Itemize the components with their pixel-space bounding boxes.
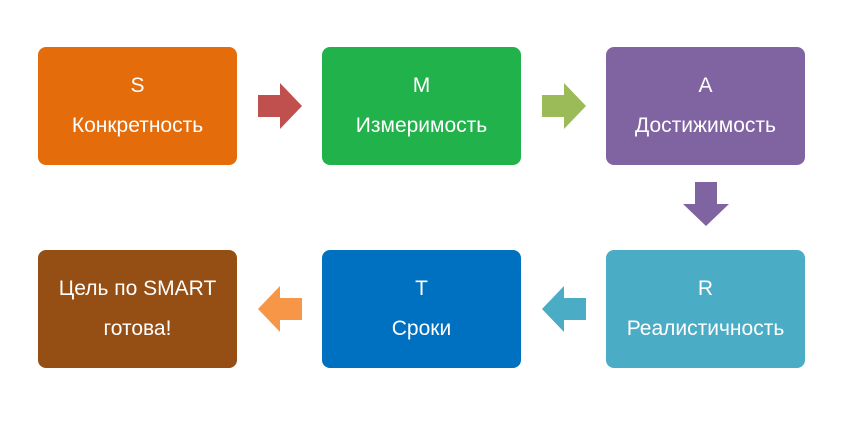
goal-line-1: Цель по SMART (58, 277, 217, 301)
step-box-m: M Измеримость (322, 47, 521, 165)
step-letter: M (412, 74, 431, 98)
goal-line-2: готова! (103, 317, 172, 340)
step-label: Реалистичность (626, 317, 785, 340)
step-letter: T (415, 277, 428, 301)
step-box-s: S Конкретность (38, 47, 237, 165)
step-label: Сроки (391, 317, 452, 340)
step-box-t: T Сроки (322, 250, 521, 368)
step-label: Конкретность (71, 114, 204, 137)
arrow-left-icon (542, 286, 586, 332)
step-label: Измеримость (355, 114, 488, 137)
step-letter: S (130, 74, 145, 98)
step-box-r: R Реалистичность (606, 250, 805, 368)
goal-box: Цель по SMART готова! (38, 250, 237, 368)
arrow-right-icon (258, 83, 302, 129)
arrow-left-icon (258, 286, 302, 332)
arrow-right-icon (542, 83, 586, 129)
step-letter: R (697, 277, 714, 301)
step-box-a: A Достижимость (606, 47, 805, 165)
step-letter: A (698, 74, 713, 98)
step-label: Достижимость (635, 114, 776, 137)
arrow-down-icon (683, 182, 729, 226)
